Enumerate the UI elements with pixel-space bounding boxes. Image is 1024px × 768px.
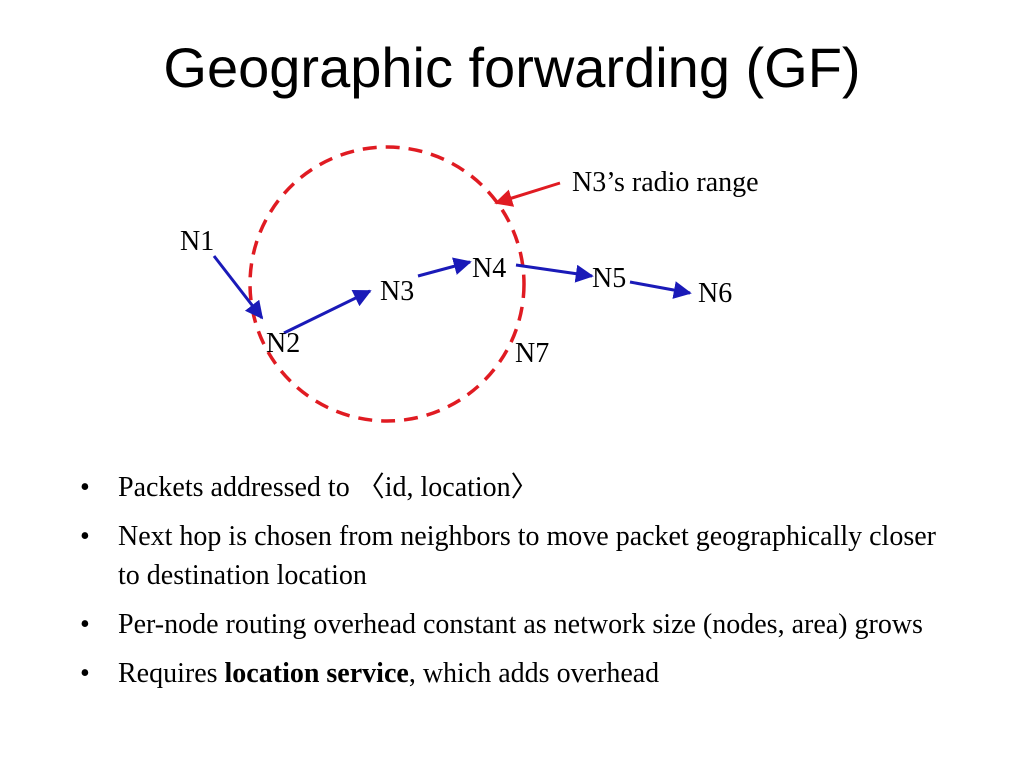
hop-arrow-n5-n6 — [629, 280, 692, 299]
bullet-item: Next hop is chosen from neighbors to mov… — [80, 517, 960, 595]
node-n4-label: N4 — [472, 253, 506, 284]
bullet-item: Packets addressed to 〈id, location〉 — [80, 468, 960, 507]
bullet-text: Next hop is chosen from neighbors to mov… — [118, 521, 936, 591]
bullet-list: Packets addressed to 〈id, location〉 Next… — [80, 468, 960, 703]
node-n6-label: N6 — [698, 278, 732, 309]
node-n3-label: N3 — [380, 276, 414, 307]
hop-arrow-n2-n3 — [283, 289, 372, 335]
gf-diagram: N3’s radio range N1 N2 N3 N4 N5 N6 N7 — [180, 145, 759, 423]
bullet-text-suffix: , which adds overhead — [408, 658, 660, 689]
bullet-item: Per-node routing overhead constant as ne… — [80, 605, 960, 644]
bullet-text-prefix: Requires — [118, 658, 225, 689]
bullet-item: Requires location service, which adds ov… — [80, 654, 960, 693]
node-n1-label: N1 — [180, 226, 214, 257]
slide-title: Geographic forwarding (GF) — [163, 36, 861, 99]
hop-arrow-n3-n4 — [417, 257, 472, 278]
bullet-text-bold: location service — [224, 658, 409, 689]
range-pointer-arrow — [494, 181, 561, 207]
radio-range-circle — [248, 145, 526, 423]
hop-arrow-n1-n2 — [212, 255, 264, 320]
range-label: N3’s radio range — [572, 167, 759, 198]
bullet-text: Per-node routing overhead constant as ne… — [118, 609, 923, 640]
node-n5-label: N5 — [592, 263, 626, 294]
node-n7-label: N7 — [515, 338, 549, 369]
hop-arrow-n4-n5 — [515, 263, 594, 283]
bullet-text: Packets addressed to 〈id, location〉 — [118, 472, 539, 503]
node-n2-label: N2 — [266, 328, 300, 359]
